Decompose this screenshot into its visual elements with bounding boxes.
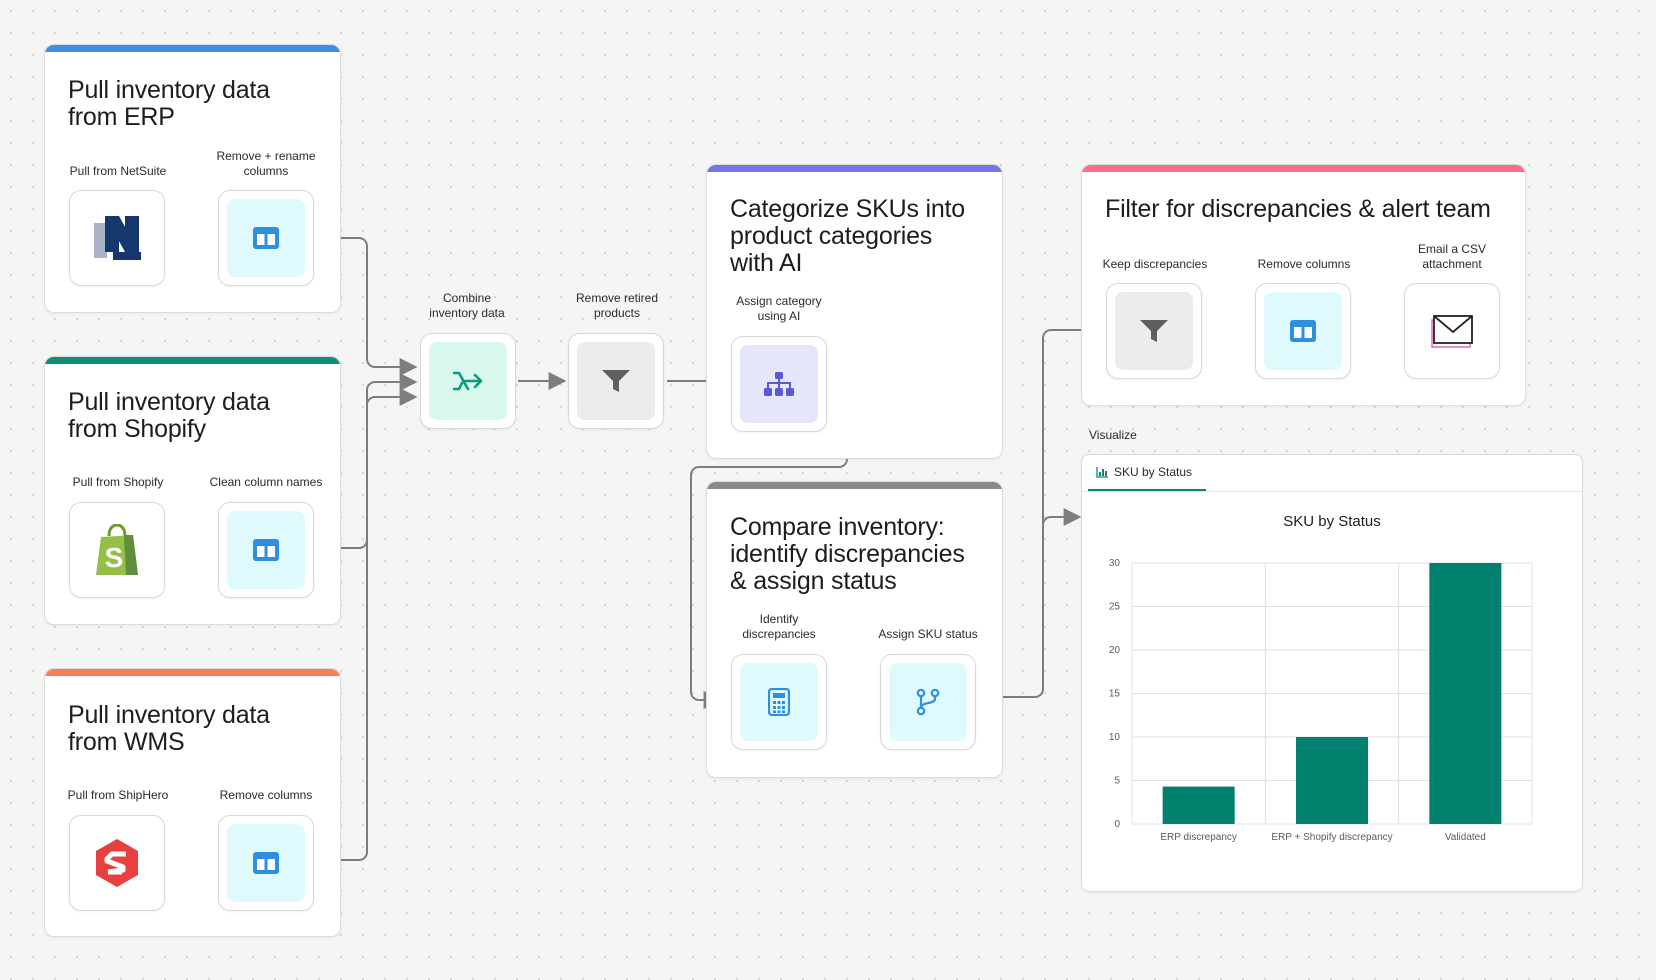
group-shopify-accent (45, 357, 340, 364)
node-label-remove-retired: Remove retired products (575, 291, 659, 320)
node-label-combine: Combine inventory data (429, 291, 505, 320)
node-pull-netsuite[interactable] (69, 190, 165, 286)
node-label-remove-columns-wms: Remove columns (219, 788, 313, 802)
node-assign-category-ai[interactable] (731, 336, 827, 432)
edge-compare-to-filter (979, 321, 1108, 698)
group-compare-accent (707, 482, 1002, 489)
funnel-filter-icon (1140, 320, 1168, 342)
node-label-identify: Identify discrepancies (742, 612, 816, 641)
y-tick-label: 5 (1114, 776, 1120, 787)
x-tick-label: ERP + Shopify discrepancy (1271, 832, 1392, 843)
merge-arrow-icon (453, 371, 483, 391)
visualize-panel: SKU by Status SKU by Status 0 5 10 15 20 25 30… (1081, 454, 1583, 892)
node-label-email-csv: Email a CSV attachment (1417, 242, 1487, 271)
envelope-icon (1431, 315, 1473, 348)
node-assign-sku-status[interactable] (880, 654, 976, 750)
node-keep-discrepancies[interactable] (1106, 283, 1202, 379)
node-label-pull-netsuite: Pull from NetSuite (69, 164, 167, 178)
node-label-assign-status: Assign SKU status (878, 627, 978, 641)
table-columns-icon (253, 539, 279, 561)
x-tick-label: Validated (1445, 832, 1486, 843)
bar-chart-icon (1096, 466, 1108, 478)
bar-erp-discrepancy (1162, 786, 1235, 824)
node-combine-inventory[interactable] (420, 333, 516, 429)
svg-text:S: S (105, 542, 124, 573)
y-tick-label: 0 (1114, 819, 1120, 830)
calculator-icon (768, 688, 790, 716)
org-chart-icon (764, 372, 794, 396)
table-columns-icon (1290, 320, 1316, 342)
shopify-bag-icon: S (96, 524, 138, 575)
x-tick-label: ERP discrepancy (1160, 832, 1237, 843)
group-categorize-accent (707, 165, 1002, 172)
node-label-keep-discrepancies: Keep discrepancies (1102, 257, 1208, 271)
node-pull-shopify[interactable]: S (69, 502, 165, 598)
node-remove-columns-filter[interactable] (1255, 283, 1351, 379)
node-email-csv[interactable] (1404, 283, 1500, 379)
node-label-pull-shiphero: Pull from ShipHero (67, 788, 169, 802)
visualize-label: Visualize (1089, 428, 1137, 442)
edge-wms-to-combine (316, 388, 418, 861)
y-tick-label: 10 (1109, 732, 1121, 743)
edge-compare-to-visualize (1042, 508, 1082, 526)
group-compare-title: Compare inventory: identify discrepancie… (730, 513, 965, 595)
bar-validated (1429, 563, 1502, 824)
shiphero-logo-icon (96, 839, 138, 887)
node-label-remove-columns-filter: Remove columns (1257, 257, 1351, 271)
node-label-clean-columns: Clean column names (209, 475, 323, 489)
group-filter-accent (1082, 165, 1525, 172)
group-erp-title: Pull inventory data from ERP (68, 76, 270, 131)
table-columns-icon (253, 227, 279, 249)
node-remove-retired-products[interactable] (568, 333, 664, 429)
group-categorize-title: Categorize SKUs into product categories … (730, 195, 966, 277)
group-filter-title: Filter for discrepancies & alert team (1105, 195, 1491, 223)
node-clean-column-names[interactable] (218, 502, 314, 598)
y-tick-label: 25 (1109, 602, 1121, 613)
netsuite-logo-icon (94, 216, 141, 260)
y-tick-label: 15 (1109, 689, 1121, 700)
node-pull-shiphero[interactable] (69, 815, 165, 911)
node-label-remove-rename: Remove + rename columns (216, 149, 316, 178)
table-columns-icon (253, 852, 279, 874)
tab-sku-by-status-label: SKU by Status (1114, 465, 1193, 479)
group-erp-accent (45, 45, 340, 52)
node-remove-columns-wms[interactable] (218, 815, 314, 911)
y-tick-label: 30 (1109, 558, 1121, 569)
bar-erp-shopify-discrepancy (1296, 737, 1368, 824)
git-branch-icon (916, 688, 940, 716)
group-shopify-title: Pull inventory data from Shopify (68, 388, 270, 443)
group-wms-title: Pull inventory data from WMS (68, 701, 270, 756)
node-label-assign-category: Assign category using AI (736, 294, 822, 323)
y-tick-label: 20 (1109, 645, 1121, 656)
node-identify-discrepancies[interactable] (731, 654, 827, 750)
node-remove-rename-columns[interactable] (218, 190, 314, 286)
node-label-pull-shopify: Pull from Shopify (72, 475, 164, 489)
group-wms-accent (45, 669, 340, 676)
chart-title: SKU by Status (1283, 513, 1381, 530)
funnel-filter-icon (602, 370, 630, 392)
tab-sku-by-status[interactable]: SKU by Status (1088, 455, 1206, 491)
tab-divider (1082, 491, 1582, 492)
edge-erp-to-combine (316, 237, 418, 376)
